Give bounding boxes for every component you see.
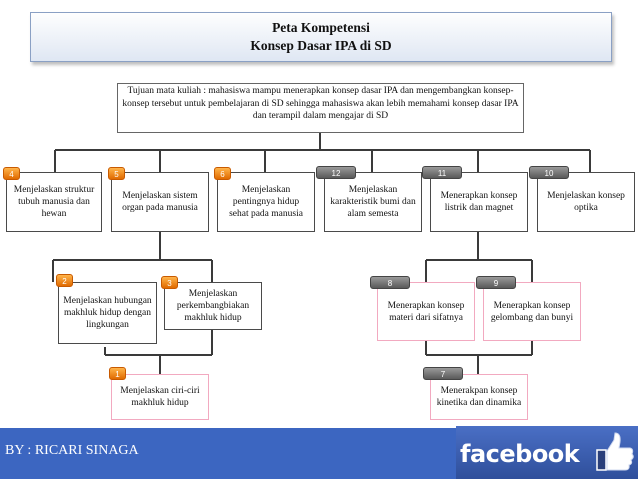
node-8: Menerapkan konsep materi dari sifatnya — [377, 282, 475, 341]
facebook-logo-text: facebook — [460, 440, 580, 468]
node-12: Menjelaskan karakteristik bumi dan alam … — [324, 172, 422, 232]
node-9: Menerapkan konsep gelombang dan bunyi — [483, 282, 581, 341]
badge-12: 12 — [316, 166, 356, 179]
author-label: BY : RICARI SINAGA — [5, 443, 139, 458]
left-mid-bus — [52, 259, 213, 282]
right-mid-bus — [425, 232, 533, 282]
badge-8: 8 — [370, 276, 410, 289]
title-line-1: Peta Kompetensi — [272, 20, 370, 35]
badge-1: 1 — [109, 367, 126, 380]
badge-7: 7 — [423, 367, 463, 380]
thumbs-up-icon — [596, 432, 634, 471]
node-5: Menjelaskan sistem organ pada manusia — [111, 172, 209, 232]
node-11: Menerapkan konsep listrik dan magnet — [430, 172, 528, 232]
badge-6: 6 — [214, 167, 231, 180]
badge-2: 2 — [56, 274, 73, 287]
node-3: Menjelaskan perkembangbiakan makhluk hid… — [164, 282, 262, 330]
node-7: Menerakpan konsep kinetika dan dinamika — [430, 374, 528, 420]
node-4: Menjelaskan struktur tubuh manusia dan h… — [6, 172, 102, 232]
node-6: Menjelaskan pentingnya hidup sehat pada … — [217, 172, 315, 232]
badge-11: 11 — [422, 166, 462, 179]
node-10: Menjelaskan konsep optika — [537, 172, 635, 232]
badge-10: 10 — [529, 166, 569, 179]
page-title: Peta Kompetensi Konsep Dasar IPA di SD — [30, 12, 612, 62]
badge-9: 9 — [476, 276, 516, 289]
node-2: Menjelaskan hubungan makhluk hidup denga… — [58, 282, 157, 344]
badge-3: 3 — [161, 276, 178, 289]
badge-5: 5 — [108, 167, 125, 180]
node-1: Menjelaskan ciri-ciri makhluk hidup — [111, 374, 209, 420]
goal-box: Tujuan mata kuliah : mahasiswa mampu men… — [117, 83, 524, 133]
badge-4: 4 — [3, 167, 20, 180]
title-line-2: Konsep Dasar IPA di SD — [250, 38, 392, 53]
